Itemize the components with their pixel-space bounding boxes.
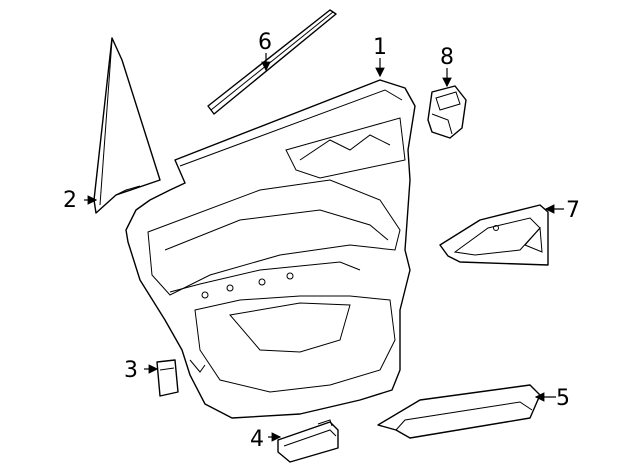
door-trim-panel bbox=[125, 79, 416, 419]
callout-3: 3 bbox=[124, 358, 138, 383]
callout-4: 4 bbox=[250, 427, 264, 452]
window-switch bbox=[427, 85, 467, 139]
mirror-triangle-cover bbox=[93, 37, 161, 214]
callout-1: 1 bbox=[373, 35, 387, 60]
callout-7: 7 bbox=[566, 198, 580, 223]
callout-6: 6 bbox=[258, 30, 272, 55]
callout-8: 8 bbox=[440, 45, 454, 70]
clip-bracket bbox=[156, 359, 179, 397]
armrest-pad bbox=[377, 384, 541, 439]
module bbox=[277, 419, 339, 463]
callout-5: 5 bbox=[556, 386, 570, 411]
belt-weatherstrip bbox=[207, 9, 337, 115]
callout-2: 2 bbox=[63, 188, 77, 213]
pull-handle-trim bbox=[439, 204, 549, 266]
